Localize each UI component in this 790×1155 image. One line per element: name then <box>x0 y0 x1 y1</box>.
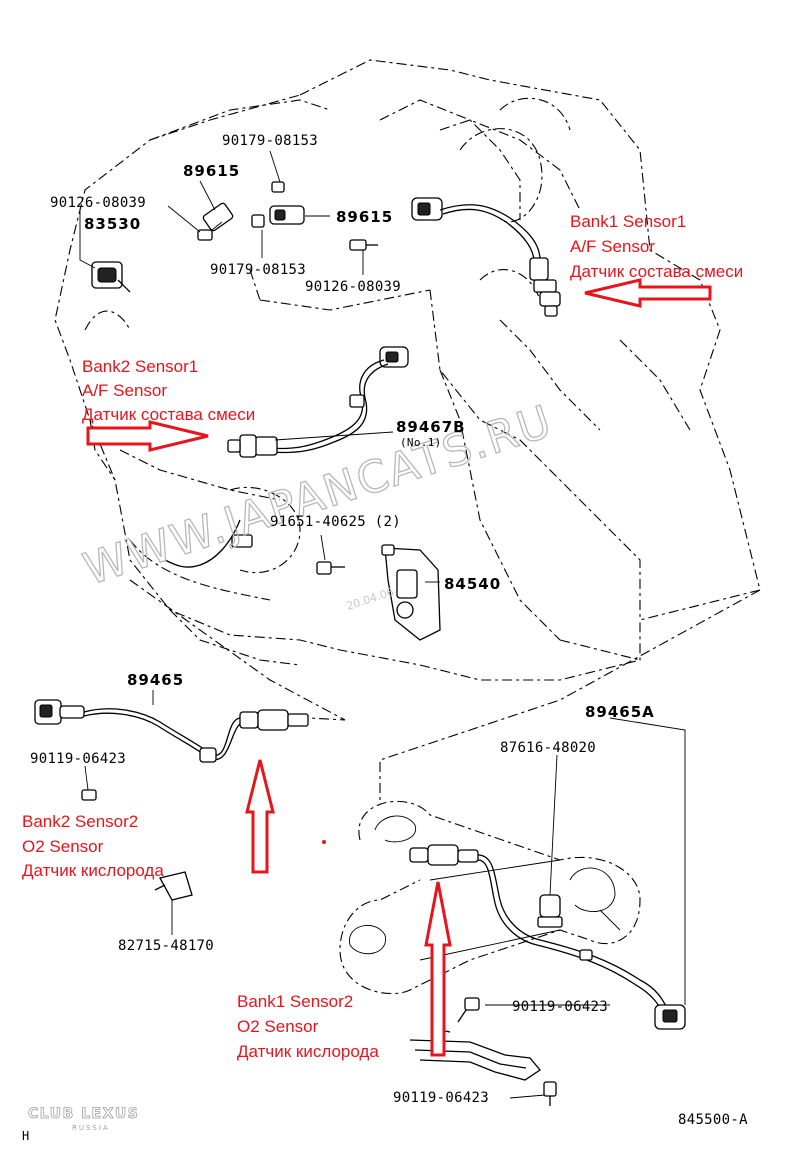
logo-main: CLUB LEXUS <box>28 1106 139 1122</box>
bolt-90119-right <box>457 997 480 1023</box>
annotation-line: Bank2 Sensor2 <box>22 812 138 831</box>
annotation-bank1-sensor1: Bank1 Sensor1 A/F Sensor Датчик состава … <box>570 212 743 281</box>
sensor-89615-right <box>251 205 305 228</box>
leader-dash-right <box>379 589 761 800</box>
label-89615-left: 89615 <box>183 162 240 180</box>
annotation-line: Bank1 Sensor1 <box>570 212 686 231</box>
arrow-bank1-sensor1 <box>584 278 712 308</box>
label-82715: 82715-48170 <box>118 938 214 954</box>
harness-under <box>164 519 241 568</box>
nut-90119-left <box>81 789 97 801</box>
annotation-bank1-sensor2: Bank1 Sensor2 O2 Sensor Датчик кислорода <box>237 992 379 1061</box>
label-90179-mid: 90179-08153 <box>210 262 306 278</box>
annotation-line: A/F Sensor <box>570 237 655 256</box>
stamp-text: 20.04.06 <box>345 585 396 613</box>
arrow-bank2-sensor2 <box>245 759 275 874</box>
nut-90179-top <box>271 181 285 193</box>
bracket-82715 <box>154 871 193 901</box>
annotation-line: Bank2 Sensor1 <box>82 357 198 376</box>
annotation-line: Bank1 Sensor2 <box>237 992 353 1011</box>
annotation-line: Датчик состава смеси <box>82 405 255 424</box>
label-90119-bottom: 90119-06423 <box>393 1090 489 1106</box>
label-89465: 89465 <box>127 671 184 689</box>
corner-h: H <box>22 1129 30 1143</box>
engine-outline <box>54 59 761 681</box>
annotation-line: Датчик кислорода <box>237 1042 379 1061</box>
label-89467b-sub: (No.1) <box>400 436 442 449</box>
label-84540: 84540 <box>444 575 501 593</box>
label-845500a: 845500-A <box>678 1112 748 1128</box>
logo-sub: RUSSIA <box>72 1124 110 1132</box>
label-91651: 91651-40625 (2) <box>270 514 401 530</box>
leader-dash-left <box>129 579 346 721</box>
af-sensor-bank1 <box>411 197 561 317</box>
label-87616: 87616-48020 <box>500 740 596 756</box>
annotation-line: Датчик состава смеси <box>570 262 743 281</box>
red-dot <box>322 840 326 844</box>
club-lexus-logo: CLUB LEXUS RUSSIA <box>28 1106 139 1132</box>
label-90179-top: 90179-08153 <box>222 133 318 149</box>
bolt-90126-mid <box>349 239 378 251</box>
label-90119-left: 90119-06423 <box>30 751 126 767</box>
o2-sensor-89465 <box>34 699 309 763</box>
bolt-90119-bottom <box>543 1081 557 1106</box>
label-90126-mid: 90126-08039 <box>305 279 401 295</box>
label-89465a: 89465A <box>585 703 655 721</box>
arrow-bank2-sensor1 <box>86 420 209 452</box>
annotation-bank2-sensor1: Bank2 Sensor1 A/F Sensor Датчик состава … <box>82 357 255 424</box>
label-90126-left: 90126-08039 <box>50 195 146 211</box>
clip-under <box>231 534 253 548</box>
annotation-line: O2 Sensor <box>237 1017 319 1036</box>
arrow-bank1-sensor2 <box>424 881 452 1057</box>
part-labels: 90179-08153 89615 90126-08039 83530 8961… <box>22 133 748 1143</box>
annotation-line: Датчик кислорода <box>22 861 164 880</box>
label-89467b: 89467B <box>396 418 466 436</box>
annotation-line: O2 Sensor <box>22 837 104 856</box>
exhaust-outline <box>339 800 641 995</box>
clip-87616 <box>537 894 563 928</box>
bracket-lower <box>409 1029 541 1081</box>
af-sensor-bank2 <box>227 346 409 458</box>
o2-sensor-89465a <box>409 844 686 1030</box>
switch-83530 <box>91 261 131 293</box>
annotation-bank2-sensor2: Bank2 Sensor2 O2 Sensor Датчик кислорода <box>22 812 164 880</box>
switch-84540 <box>381 544 441 641</box>
sensor-89615-left <box>197 202 234 241</box>
annotation-line: A/F Sensor <box>82 381 167 400</box>
upper-parts <box>91 181 561 641</box>
leader-lines <box>79 150 686 1099</box>
label-83530: 83530 <box>84 215 141 233</box>
bolt-91651 <box>316 561 345 575</box>
red-arrows <box>86 278 712 1057</box>
label-89615-right: 89615 <box>336 208 393 226</box>
label-90119-right: 90119-06423 <box>512 999 608 1015</box>
